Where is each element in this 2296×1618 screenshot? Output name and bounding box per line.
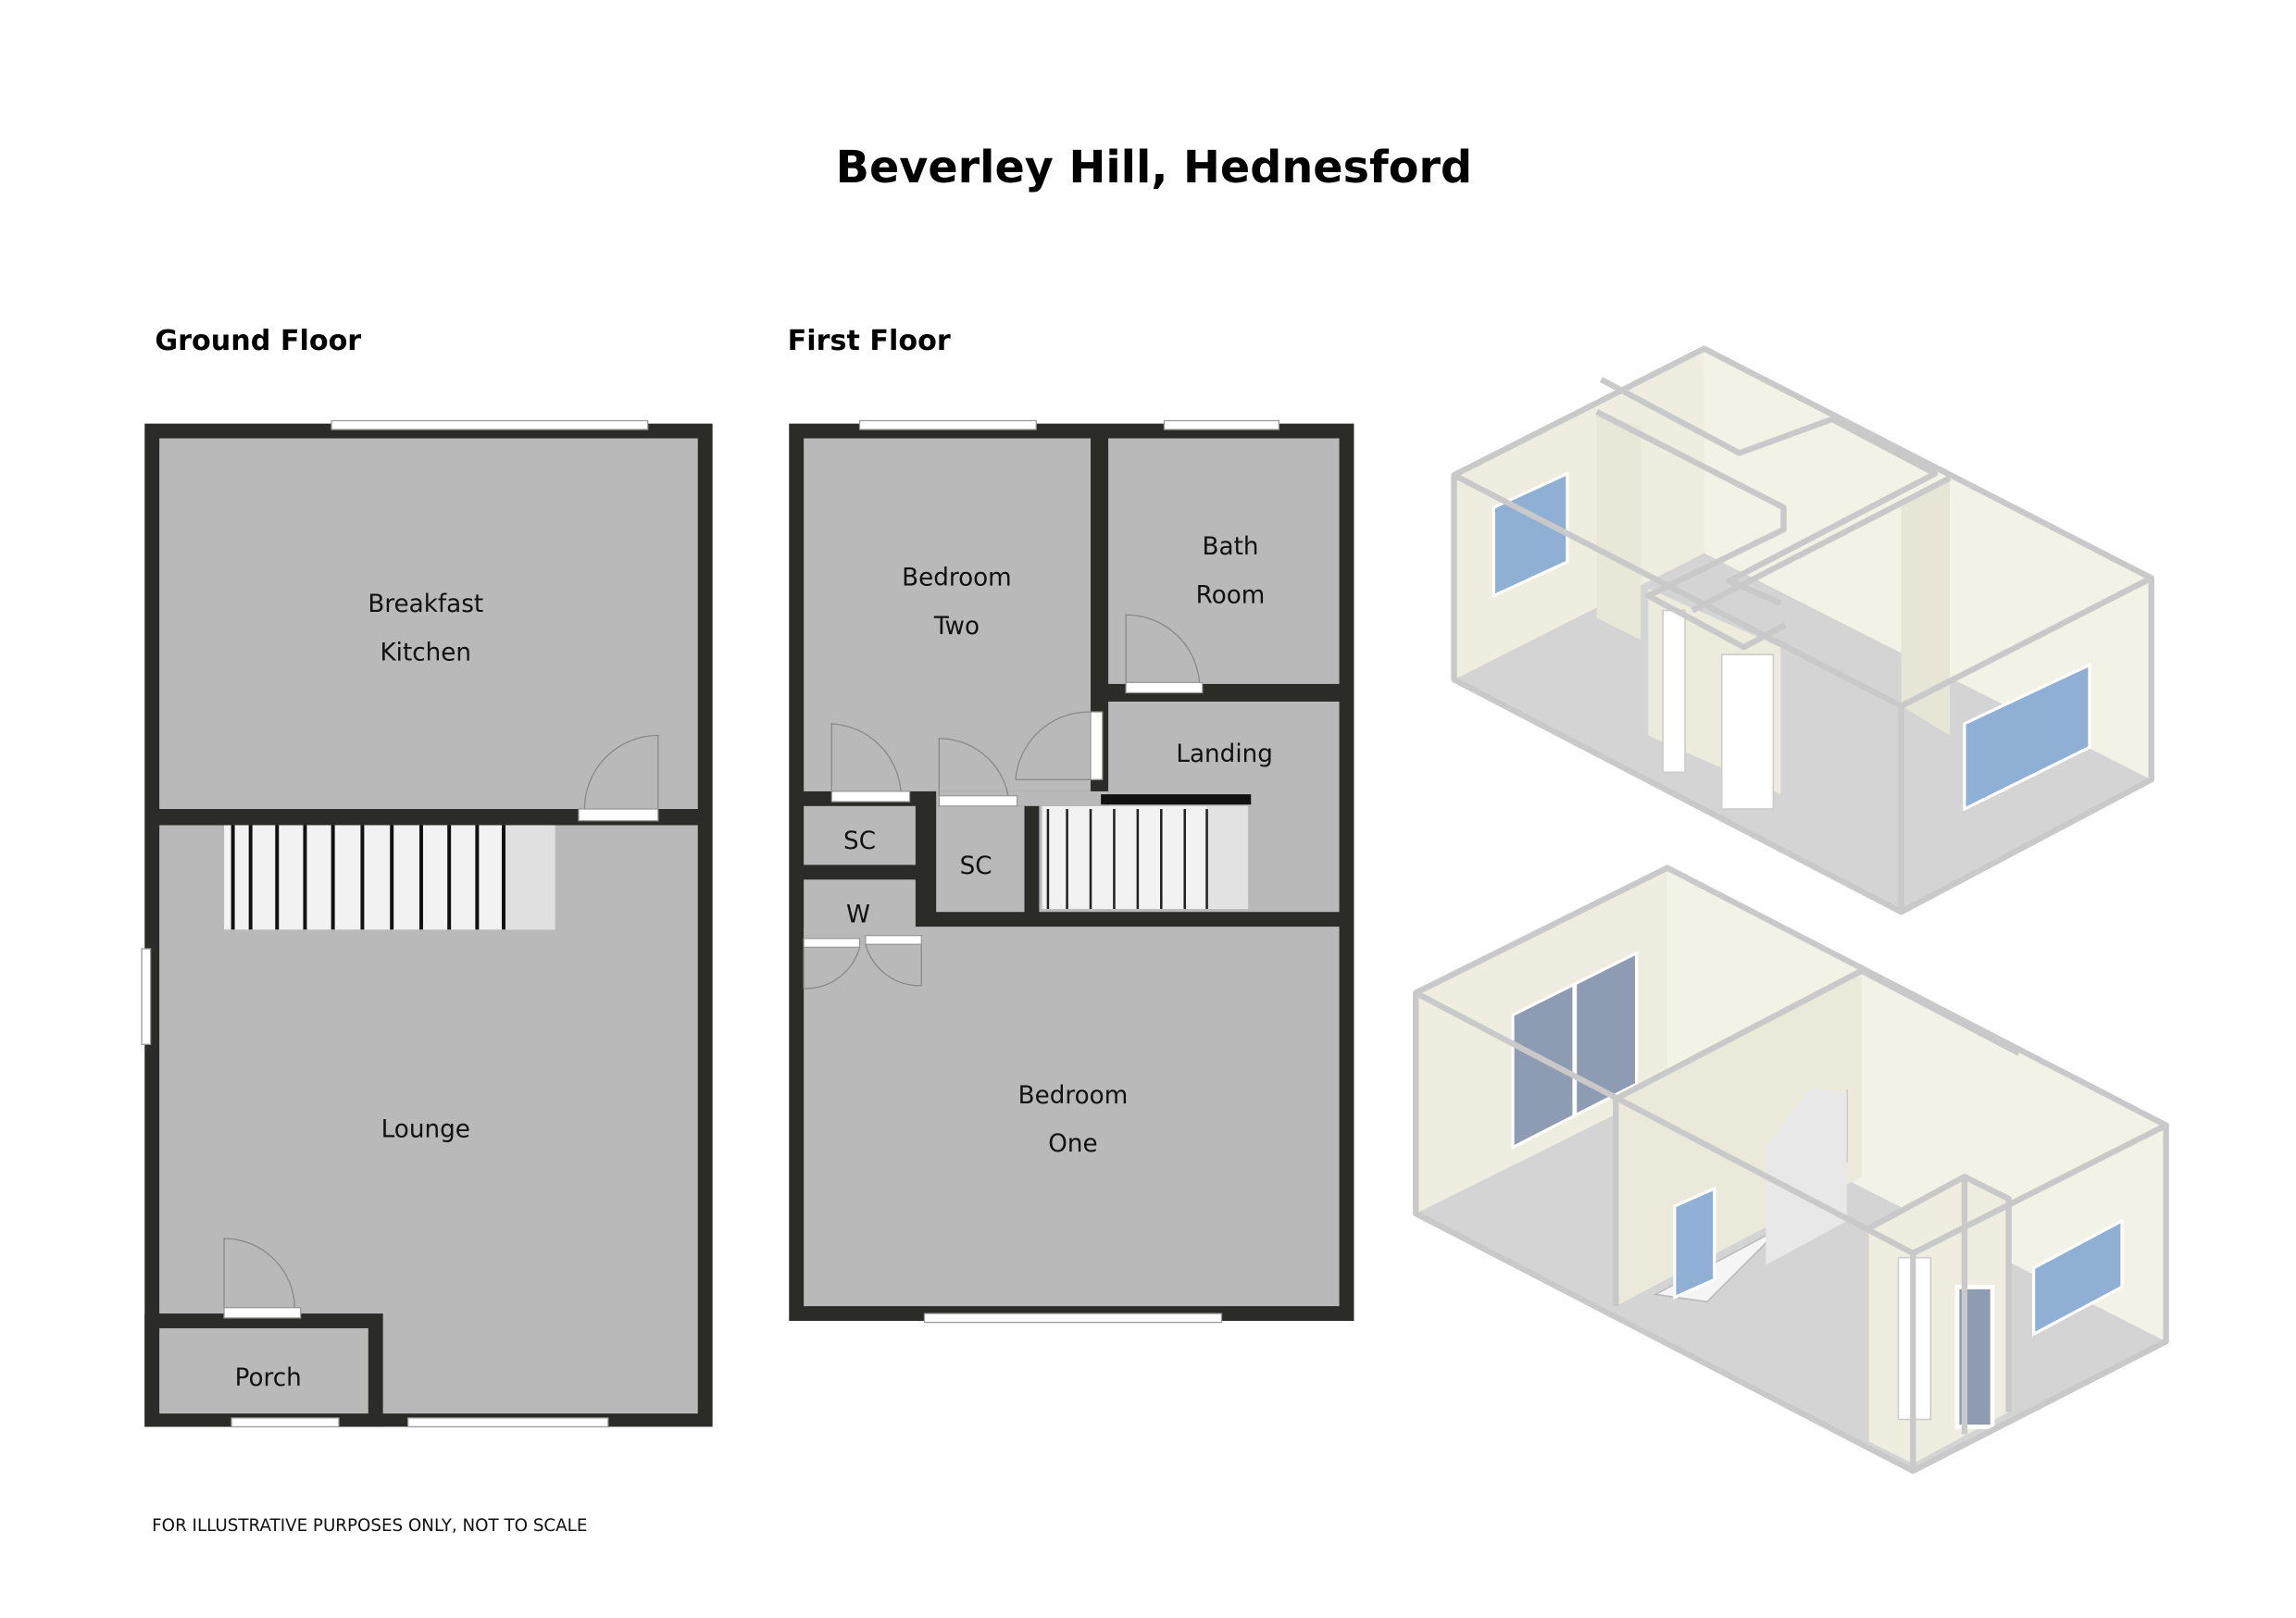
door — [803, 938, 861, 949]
door — [938, 795, 1018, 807]
room-label-bathroom-line2: Room — [1196, 582, 1266, 610]
room-label-sc: SC — [960, 853, 992, 880]
room-label-bedroom-two-line2: Two — [933, 613, 980, 641]
room-bedroom-two — [804, 438, 1092, 791]
door — [830, 790, 911, 803]
page-title: Beverley Hill, Hednesford — [836, 143, 1472, 193]
room-label-w: W — [846, 901, 870, 928]
door-swing — [1015, 711, 1092, 780]
window — [407, 1417, 609, 1428]
room-label-lounge: Lounge — [381, 1115, 470, 1143]
room-label-bedroom-one: Bedroom — [1018, 1082, 1129, 1110]
first-floor-heading: First Floor — [788, 325, 951, 357]
door-swing — [583, 734, 659, 810]
door-swing — [223, 1238, 295, 1308]
room-sc — [936, 805, 1025, 913]
front-door — [231, 1417, 340, 1428]
disclaimer: FOR ILLUSTRATIVE PURPOSES ONLY, NOT TO S… — [152, 1516, 587, 1536]
door-swing — [830, 723, 902, 791]
3d-view-first-floor — [1451, 345, 2154, 915]
window — [858, 419, 1037, 430]
first-floor-plan: Bedroom Two Bath Room Landing SC SC W Be… — [789, 419, 1354, 1324]
room-bathroom — [1108, 438, 1340, 684]
window — [141, 948, 152, 1045]
room-label-kitchen: Kitchen — [380, 640, 471, 667]
porch-door — [223, 1307, 302, 1319]
door-swing — [938, 738, 1009, 796]
room-label-porch: Porch — [235, 1364, 302, 1392]
window — [1163, 419, 1280, 430]
staircase — [1042, 794, 1252, 910]
room-porch — [159, 1327, 368, 1414]
ground-floor-heading: Ground Floor — [155, 325, 361, 357]
room-label-bedroom-two: Bedroom — [902, 564, 1012, 591]
room-label-sc: SC — [843, 828, 876, 855]
door — [865, 935, 922, 945]
room-bedroom-one — [804, 927, 1340, 1307]
door-swing — [1125, 614, 1201, 683]
kitchen-door — [578, 808, 659, 822]
room-label-bathroom: Bath — [1203, 533, 1259, 561]
room-breakfast-kitchen — [159, 438, 698, 809]
door — [1125, 681, 1204, 694]
room-label-bedroom-one-line2: One — [1048, 1130, 1097, 1158]
door-swing — [803, 944, 922, 989]
3d-view-ground-floor — [1413, 865, 2169, 1475]
room-sc — [804, 805, 916, 865]
ground-floor-plan: Breakfast Kitchen Lounge Porch — [141, 419, 713, 1428]
window — [331, 419, 649, 430]
staircase — [224, 825, 555, 930]
room-label-breakfast: Breakfast — [368, 591, 483, 618]
room-label-landing: Landing — [1176, 741, 1272, 768]
door — [1090, 711, 1104, 780]
room-w — [804, 879, 916, 936]
window — [923, 1313, 1223, 1324]
